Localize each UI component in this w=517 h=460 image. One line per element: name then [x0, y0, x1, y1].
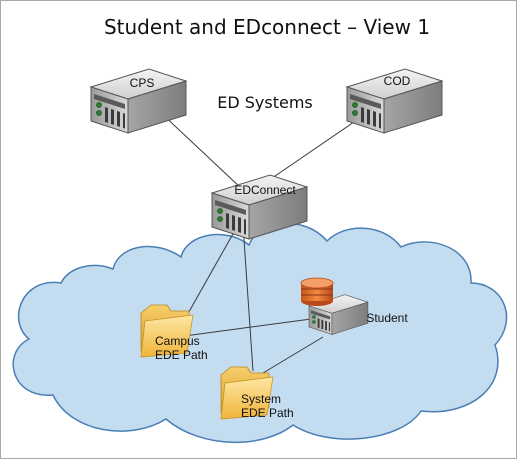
student-server	[300, 277, 369, 335]
database-icon	[300, 277, 334, 306]
campus-label-line1: Campus	[155, 334, 200, 348]
system-label-line1: System	[241, 392, 281, 406]
link-system-student	[262, 336, 324, 374]
system-label-line2: EDE Path	[241, 406, 294, 420]
link-edconnect-system	[242, 224, 254, 372]
link-campus-student	[176, 318, 312, 338]
cod-label: COD	[384, 74, 411, 88]
student-label: Student	[366, 311, 408, 325]
cps-label: CPS	[130, 76, 155, 90]
group-label-ed-systems: ED Systems	[217, 93, 313, 112]
campus-label-line2: EDE Path	[155, 348, 208, 362]
network-cloud	[12, 222, 508, 444]
edconnect-label: EDConnect	[234, 183, 296, 197]
diagram-title: Student and EDconnect – View 1	[104, 15, 430, 39]
link-cps-edconnect	[158, 110, 243, 190]
